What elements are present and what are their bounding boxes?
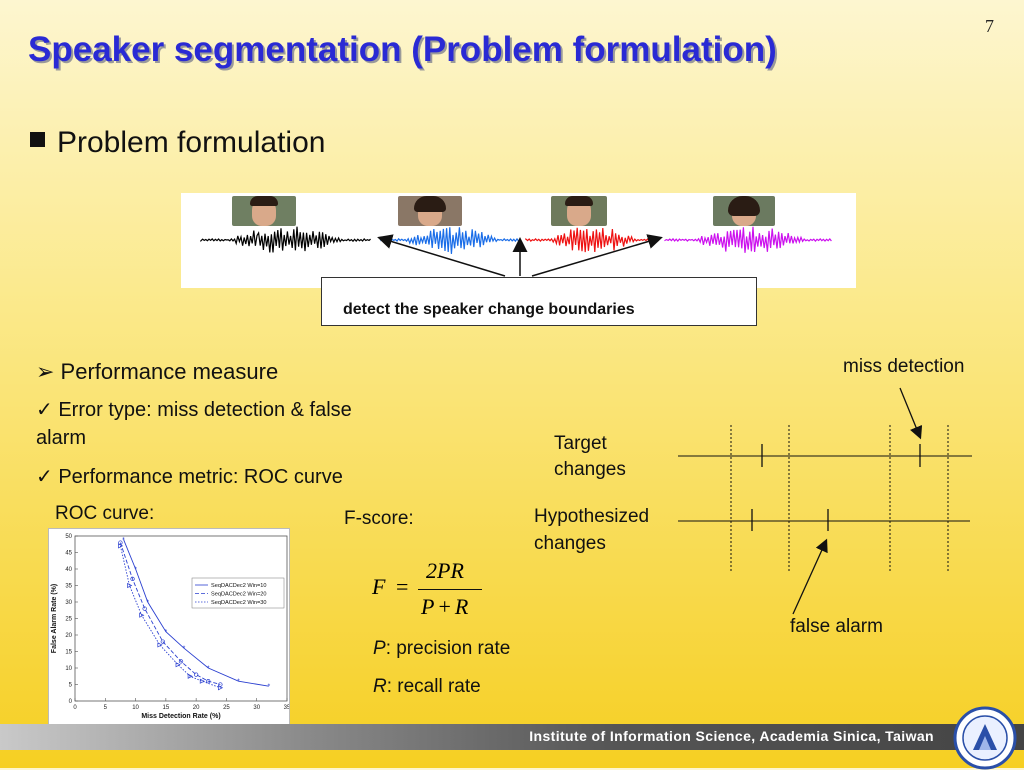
footer-institute: Institute of Information Science, Academ… <box>529 728 934 744</box>
institute-logo-icon <box>953 706 1017 770</box>
